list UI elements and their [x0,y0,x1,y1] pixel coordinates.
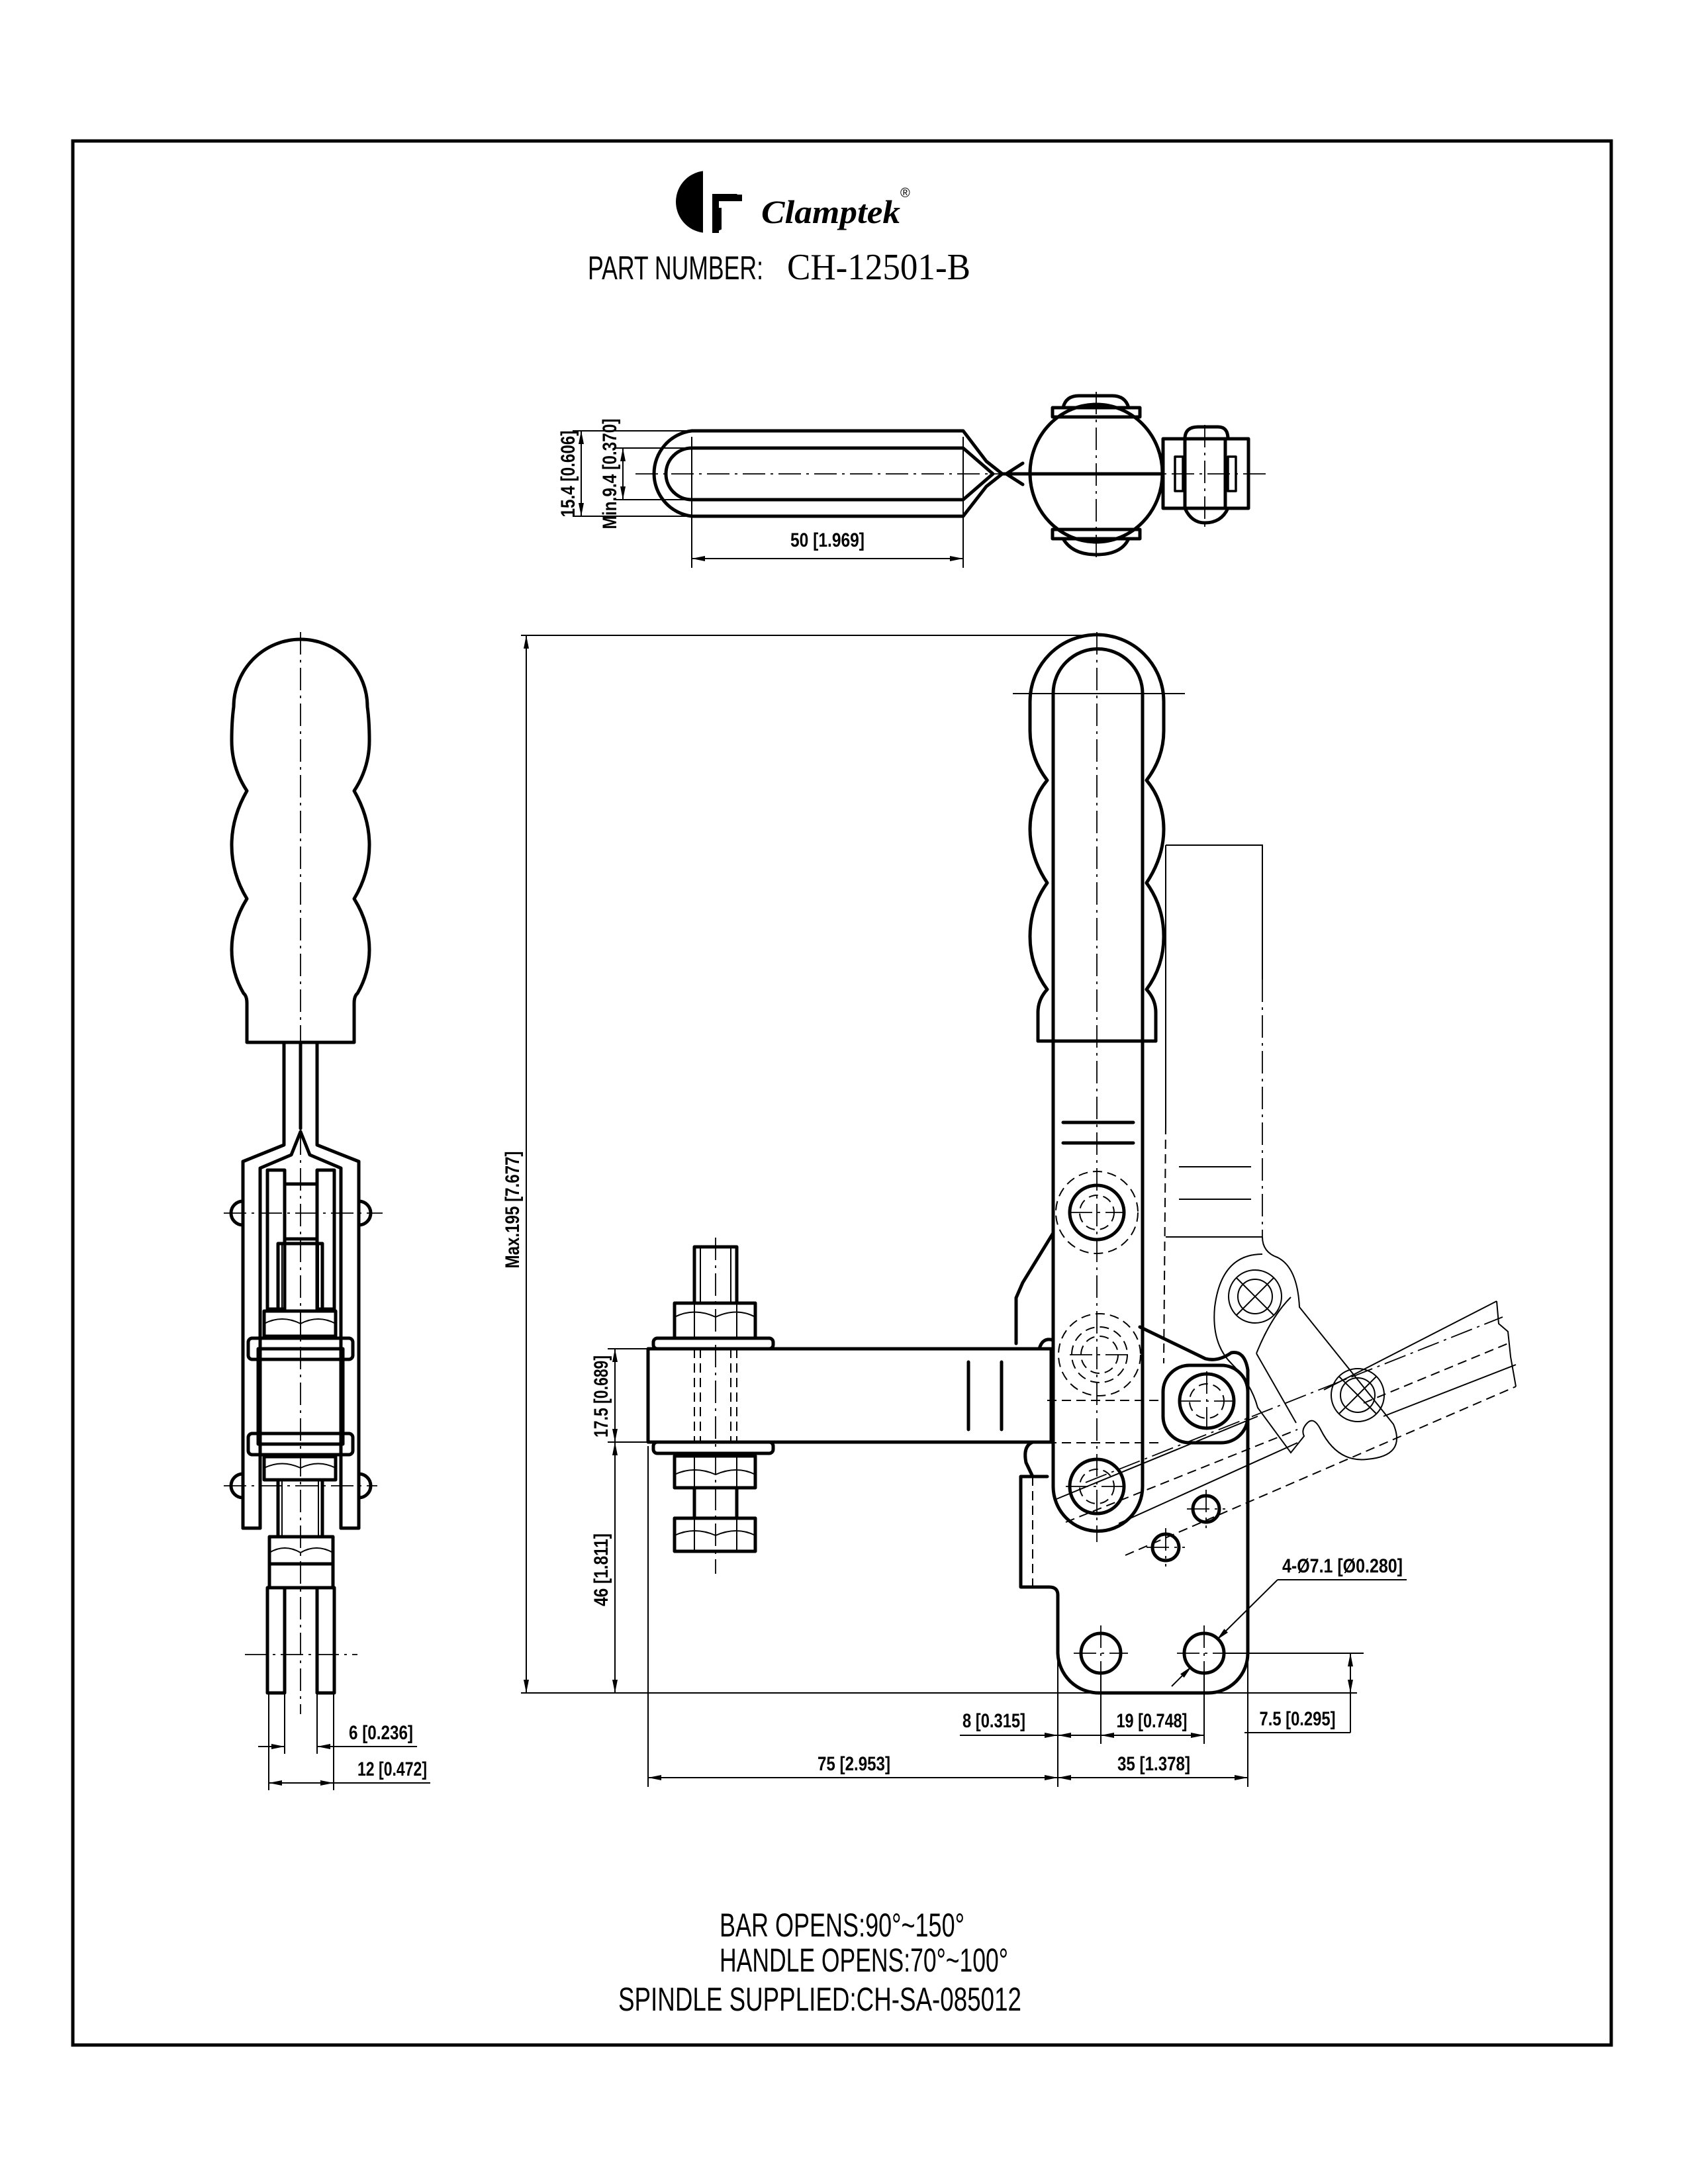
note-handle-opens: HANDLE OPENS:70°~100° [720,1942,1008,1979]
drawing-border [71,139,1613,2047]
logo-mark-icon [676,169,747,233]
dim-bar-reach: 75 [2.953] [818,1753,890,1775]
front-view: Max.195 [7.677] 17.5 [0.689] 46 [1.811] … [502,632,1517,1787]
part-number: CH-12501-B [787,247,970,288]
dim-hole-offset-y: 7.5 [0.295] [1260,1708,1336,1730]
note-spindle-supplied: SPINDLE SUPPLIED:CH-SA-085012 [618,1981,1021,2018]
open-position-ghost [1056,844,1517,1556]
front-view-dimensions: Max.195 [7.677] 17.5 [0.689] 46 [1.811] … [502,635,1407,1787]
dim-top-height: 15.4 [0.606] [557,431,579,518]
dim-bar-height: 46 [1.811] [590,1533,612,1606]
dim-top-min-opening: Min.9.4 [0.370] [599,419,621,529]
dim-side-width: 12 [0.472] [357,1758,427,1780]
dim-hole-spacing: 19 [0.748] [1117,1710,1188,1732]
side-view: 6 [0.236] 12 [0.472] [224,632,430,1790]
handle-grip [1028,633,1166,1043]
brand-logo: Clamptek ® [676,169,910,233]
handle-arm [1051,647,1145,1533]
brand-name: Clamptek [761,193,900,230]
registered-mark: ® [900,186,910,201]
note-bar-opens: BAR OPENS:90°~150° [720,1907,964,1944]
base-plate [1014,1231,1250,1695]
clamp-bar [646,1347,1053,1444]
dim-side-slot: 6 [0.236] [349,1722,413,1744]
spindle [651,1238,775,1574]
pivot-pins [1055,1171,1236,1516]
part-number-label: PART NUMBER: [588,250,763,287]
mounting-holes [1074,1490,1231,1681]
top-view: 15.4 [0.606] Min.9.4 [0.370] 50 [1.969] [557,392,1271,568]
dim-hole-offset-x: 8 [0.315] [962,1710,1025,1732]
dim-mount-holes: 4-Ø7.1 [Ø0.280] [1282,1555,1403,1577]
dim-max-height: Max.195 [7.677] [502,1152,524,1269]
notes: BAR OPENS:90°~150° HANDLE OPENS:70°~100°… [618,1907,1021,2018]
dim-top-length: 50 [1.969] [790,529,865,551]
dim-base-width: 35 [1.378] [1117,1753,1190,1775]
dim-bar-thickness: 17.5 [0.689] [590,1355,612,1437]
